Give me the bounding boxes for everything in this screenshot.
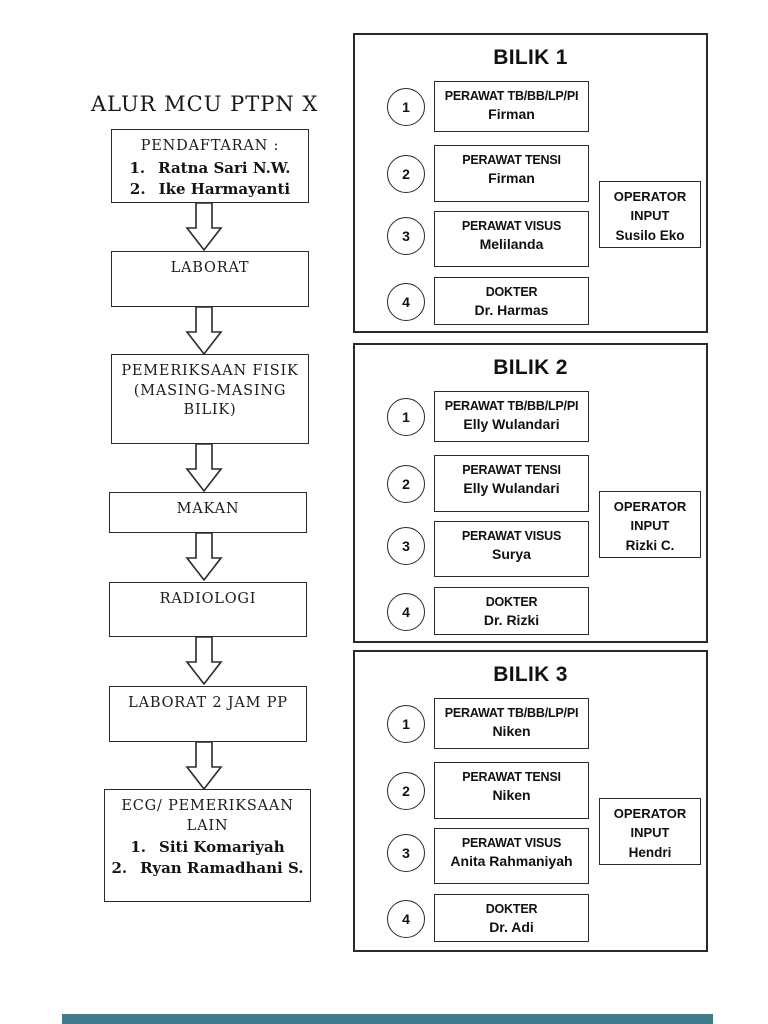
station-box: DOKTER Dr. Rizki	[434, 587, 589, 635]
flow-step-heading: LABORAT	[170, 260, 250, 276]
station-person: Dr. Harmas	[474, 302, 549, 319]
operator-input-box: OPERATOR INPUT Rizki C.	[599, 491, 701, 558]
station-role: PERAWAT TB/BB/LP/PI	[444, 399, 579, 413]
station-number-badge: 4	[387, 283, 425, 321]
list-item: 1. Siti Komariyah	[105, 837, 310, 858]
staff-name: Siti Komariyah	[159, 838, 285, 857]
station-box: PERAWAT VISUS Melilanda	[434, 211, 589, 267]
station-person: Dr. Adi	[489, 919, 534, 936]
flow-step-laborat-2-jam-pp: LABORAT 2 JAM PP	[109, 686, 307, 742]
list-item: 1. Ratna Sari N.W.	[112, 158, 308, 179]
station-role: PERAWAT TB/BB/LP/PI	[444, 89, 579, 103]
list-number: 2.	[129, 179, 146, 198]
station-role: PERAWAT VISUS	[461, 219, 562, 233]
staff-name: Ratna Sari N.W.	[158, 158, 291, 177]
station-box: PERAWAT TENSI Niken	[434, 762, 589, 819]
station-box: PERAWAT VISUS Surya	[434, 521, 589, 577]
flow-step-radiologi: RADIOLOGI	[109, 582, 307, 637]
down-arrow-icon	[185, 306, 223, 356]
station-number-badge: 4	[387, 593, 425, 631]
page-title: ALUR MCU PTPN X	[91, 92, 319, 116]
bilik-3-panel: BILIK 3 1 2 3 4 PERAWAT TB/BB/LP/PI Nike…	[353, 650, 708, 952]
bilik-1-panel: BILIK 1 1 2 3 4 PERAWAT TB/BB/LP/PI Firm…	[353, 33, 708, 333]
station-person: Firman	[488, 106, 535, 123]
flow-step-pemeriksaan-fisik: PEMERIKSAAN FISIK (MASING-MASING BILIK)	[111, 354, 309, 444]
operator-name: Rizki C.	[625, 537, 675, 553]
list-number: 1.	[130, 838, 147, 857]
flow-step-pendaftaran: PENDAFTARAN : 1. Ratna Sari N.W. 2. Ike …	[111, 129, 309, 203]
flow-step-heading: LABORAT 2 JAM PP	[128, 695, 288, 711]
station-role: PERAWAT TB/BB/LP/PI	[444, 706, 579, 720]
flow-step-heading: PEMERIKSAAN FISIK (MASING-MASING BILIK)	[121, 363, 299, 419]
station-role: PERAWAT TENSI	[462, 770, 561, 784]
staff-list: 1. Siti Komariyah 2. Ryan Ramadhani S.	[105, 837, 310, 879]
staff-name: Ryan Ramadhani S.	[140, 859, 304, 878]
operator-label: OPERATOR INPUT	[613, 499, 687, 533]
operator-input-box: OPERATOR INPUT Hendri	[599, 798, 701, 865]
station-person: Niken	[492, 787, 531, 804]
down-arrow-icon	[185, 202, 223, 252]
next-page-edge	[62, 1014, 713, 1024]
station-box: DOKTER Dr. Adi	[434, 894, 589, 942]
station-number-badge: 2	[387, 465, 425, 503]
flow-step-heading: ECG/ PEMERIKSAAN LAIN	[121, 798, 294, 834]
operator-input-box: OPERATOR INPUT Susilo Eko	[599, 181, 701, 248]
station-person: Niken	[492, 723, 531, 740]
down-arrow-icon	[185, 532, 223, 582]
down-arrow-icon	[185, 741, 223, 791]
station-number-badge: 3	[387, 834, 425, 872]
list-item: 2. Ryan Ramadhani S.	[105, 858, 310, 879]
flow-step-heading: RADIOLOGI	[159, 591, 257, 607]
flow-step-heading: PENDAFTARAN :	[140, 138, 280, 154]
station-person: Firman	[488, 170, 535, 187]
station-role: PERAWAT TENSI	[462, 153, 561, 167]
flow-step-ecg: ECG/ PEMERIKSAAN LAIN 1. Siti Komariyah …	[104, 789, 311, 902]
station-box: PERAWAT TENSI Firman	[434, 145, 589, 202]
station-role: PERAWAT VISUS	[461, 836, 562, 850]
station-box: PERAWAT TENSI Elly Wulandari	[434, 455, 589, 512]
station-person: Anita Rahmaniyah	[450, 853, 573, 870]
panel-title: BILIK 3	[493, 663, 568, 686]
station-number-badge: 3	[387, 527, 425, 565]
station-number-badge: 2	[387, 155, 425, 193]
down-arrow-icon	[185, 636, 223, 686]
operator-label: OPERATOR INPUT	[613, 806, 687, 840]
station-number-badge: 2	[387, 772, 425, 810]
operator-label: OPERATOR INPUT	[613, 189, 687, 223]
panel-title: BILIK 2	[493, 356, 568, 379]
flow-step-laborat: LABORAT	[111, 251, 309, 307]
station-number-badge: 4	[387, 900, 425, 938]
station-box: PERAWAT TB/BB/LP/PI Elly Wulandari	[434, 391, 589, 442]
bilik-2-panel: BILIK 2 1 2 3 4 PERAWAT TB/BB/LP/PI Elly…	[353, 343, 708, 643]
station-number-badge: 1	[387, 705, 425, 743]
station-person: Dr. Rizki	[483, 612, 540, 629]
station-number-badge: 1	[387, 88, 425, 126]
station-box: PERAWAT TB/BB/LP/PI Niken	[434, 698, 589, 749]
station-number-badge: 3	[387, 217, 425, 255]
operator-name: Susilo Eko	[615, 227, 685, 243]
station-box: PERAWAT TB/BB/LP/PI Firman	[434, 81, 589, 132]
flow-step-makan: MAKAN	[109, 492, 307, 533]
station-person: Elly Wulandari	[463, 416, 560, 433]
flow-step-heading: MAKAN	[176, 501, 240, 517]
list-number: 1.	[129, 158, 146, 177]
staff-name: Ike Harmayanti	[158, 179, 291, 198]
station-person: Elly Wulandari	[463, 480, 560, 497]
station-box: DOKTER Dr. Harmas	[434, 277, 589, 325]
station-role: DOKTER	[485, 902, 538, 916]
station-box: PERAWAT VISUS Anita Rahmaniyah	[434, 828, 589, 884]
station-person: Melilanda	[479, 236, 544, 253]
station-role: DOKTER	[485, 285, 538, 299]
panel-title: BILIK 1	[493, 46, 568, 69]
operator-name: Hendri	[628, 844, 672, 860]
staff-list: 1. Ratna Sari N.W. 2. Ike Harmayanti	[112, 158, 308, 200]
down-arrow-icon	[185, 443, 223, 493]
station-number-badge: 1	[387, 398, 425, 436]
list-number: 2.	[111, 859, 128, 878]
list-item: 2. Ike Harmayanti	[112, 179, 308, 200]
station-role: PERAWAT TENSI	[462, 463, 561, 477]
station-role: PERAWAT VISUS	[461, 529, 562, 543]
station-person: Surya	[492, 546, 531, 563]
station-role: DOKTER	[485, 595, 538, 609]
